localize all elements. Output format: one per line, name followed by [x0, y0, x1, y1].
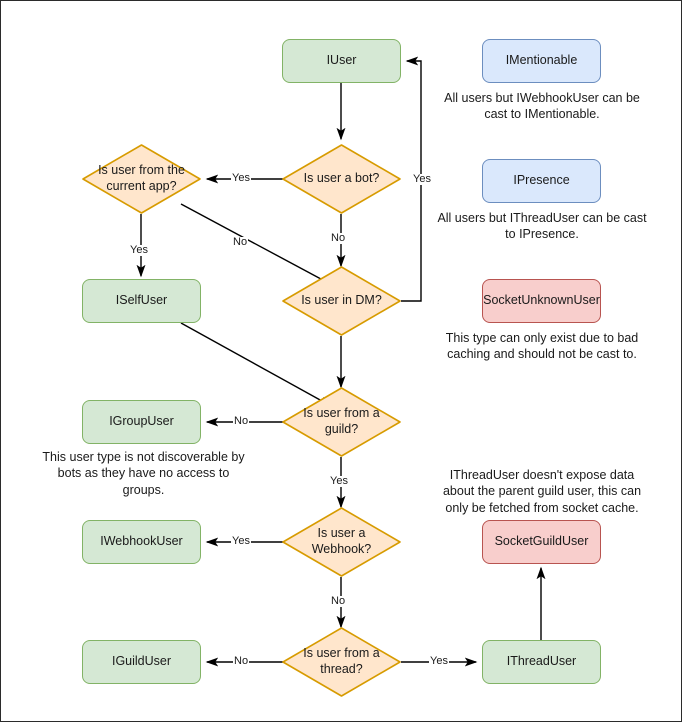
- caption-socketunknownuser: This type can only exist due to bad cach…: [445, 331, 639, 362]
- node-is-user-from-thread[interactable]: Is user from a thread?: [282, 627, 401, 697]
- node-iguilduser[interactable]: IGuildUser: [82, 640, 201, 684]
- node-is-user-a-webhook[interactable]: Is user a Webhook?: [282, 507, 401, 577]
- edge-label-current-app-yes: Yes: [129, 244, 149, 256]
- node-is-user-from-guild[interactable]: Is user from a guild?: [282, 387, 401, 457]
- diamond-shape-icon: [282, 507, 401, 577]
- node-imentionable-label: IMentionable: [505, 53, 578, 68]
- node-is-user-from-current-app[interactable]: Is user from the current app?: [82, 144, 201, 214]
- node-socketguilduser[interactable]: SocketGuildUser: [482, 520, 601, 564]
- node-ithreaduser[interactable]: IThreadUser: [482, 640, 601, 684]
- caption-ipresence: All users but IThreadUser can be cast to…: [437, 211, 647, 242]
- node-ithreaduser-label: IThreadUser: [506, 654, 577, 669]
- node-socketguilduser-label: SocketGuildUser: [494, 534, 589, 549]
- edge-label-guild-yes: Yes: [329, 475, 349, 487]
- node-igroupuser-label: IGroupUser: [109, 414, 174, 429]
- node-imentionable[interactable]: IMentionable: [482, 39, 601, 83]
- edge-label-dm-yes: Yes: [412, 173, 432, 185]
- node-is-user-in-dm-label: Is user in DM?: [301, 293, 382, 308]
- edge-label-bot-yes: Yes: [231, 172, 251, 184]
- edge-label-thread-yes: Yes: [429, 655, 449, 667]
- node-socketunknownuser[interactable]: SocketUnknownUser: [482, 279, 601, 323]
- node-igroupuser[interactable]: IGroupUser: [82, 400, 201, 444]
- node-socketunknownuser-label: SocketUnknownUser: [483, 293, 600, 308]
- edge-label-webhook-no: No: [330, 595, 347, 607]
- node-is-user-from-thread-label: Is user from a thread?: [303, 646, 380, 676]
- node-is-user-from-guild-label: Is user from a guild?: [303, 406, 380, 436]
- node-iwebhookuser-label: IWebhookUser: [100, 534, 183, 549]
- caption-socketguilduser: IThreadUser doesn't expose data about th…: [442, 468, 642, 515]
- node-ipresence-label: IPresence: [513, 173, 570, 188]
- caption-igroupuser: This user type is not discoverable by bo…: [42, 450, 245, 497]
- node-iuser[interactable]: IUser: [282, 39, 401, 83]
- diamond-shape-icon: [282, 627, 401, 697]
- node-iguilduser-label: IGuildUser: [111, 654, 172, 669]
- node-is-user-a-webhook-label: Is user a Webhook?: [311, 526, 372, 556]
- edge-label-thread-no: No: [233, 655, 250, 667]
- diamond-shape-icon: [282, 144, 401, 214]
- node-iselfuser-label: ISelfUser: [115, 293, 168, 308]
- node-ipresence[interactable]: IPresence: [482, 159, 601, 203]
- node-is-user-a-bot-label: Is user a bot?: [303, 171, 380, 186]
- diamond-shape-icon: [282, 387, 401, 457]
- edge-label-webhook-yes: Yes: [231, 535, 251, 547]
- edge-label-guild-no: No: [233, 415, 250, 427]
- node-is-user-a-bot[interactable]: Is user a bot?: [282, 144, 401, 214]
- node-iwebhookuser[interactable]: IWebhookUser: [82, 520, 201, 564]
- node-iselfuser[interactable]: ISelfUser: [82, 279, 201, 323]
- edge-label-current-app-no: No: [232, 236, 249, 248]
- node-iuser-label: IUser: [326, 53, 357, 68]
- node-is-user-from-current-app-label: Is user from the current app?: [98, 163, 185, 193]
- diamond-shape-icon: [82, 144, 201, 214]
- edge-label-bot-no: No: [330, 232, 347, 244]
- node-is-user-in-dm[interactable]: Is user in DM?: [282, 266, 401, 336]
- caption-imentionable: All users but IWebhookUser can be cast t…: [444, 91, 640, 122]
- diamond-shape-icon: [282, 266, 401, 336]
